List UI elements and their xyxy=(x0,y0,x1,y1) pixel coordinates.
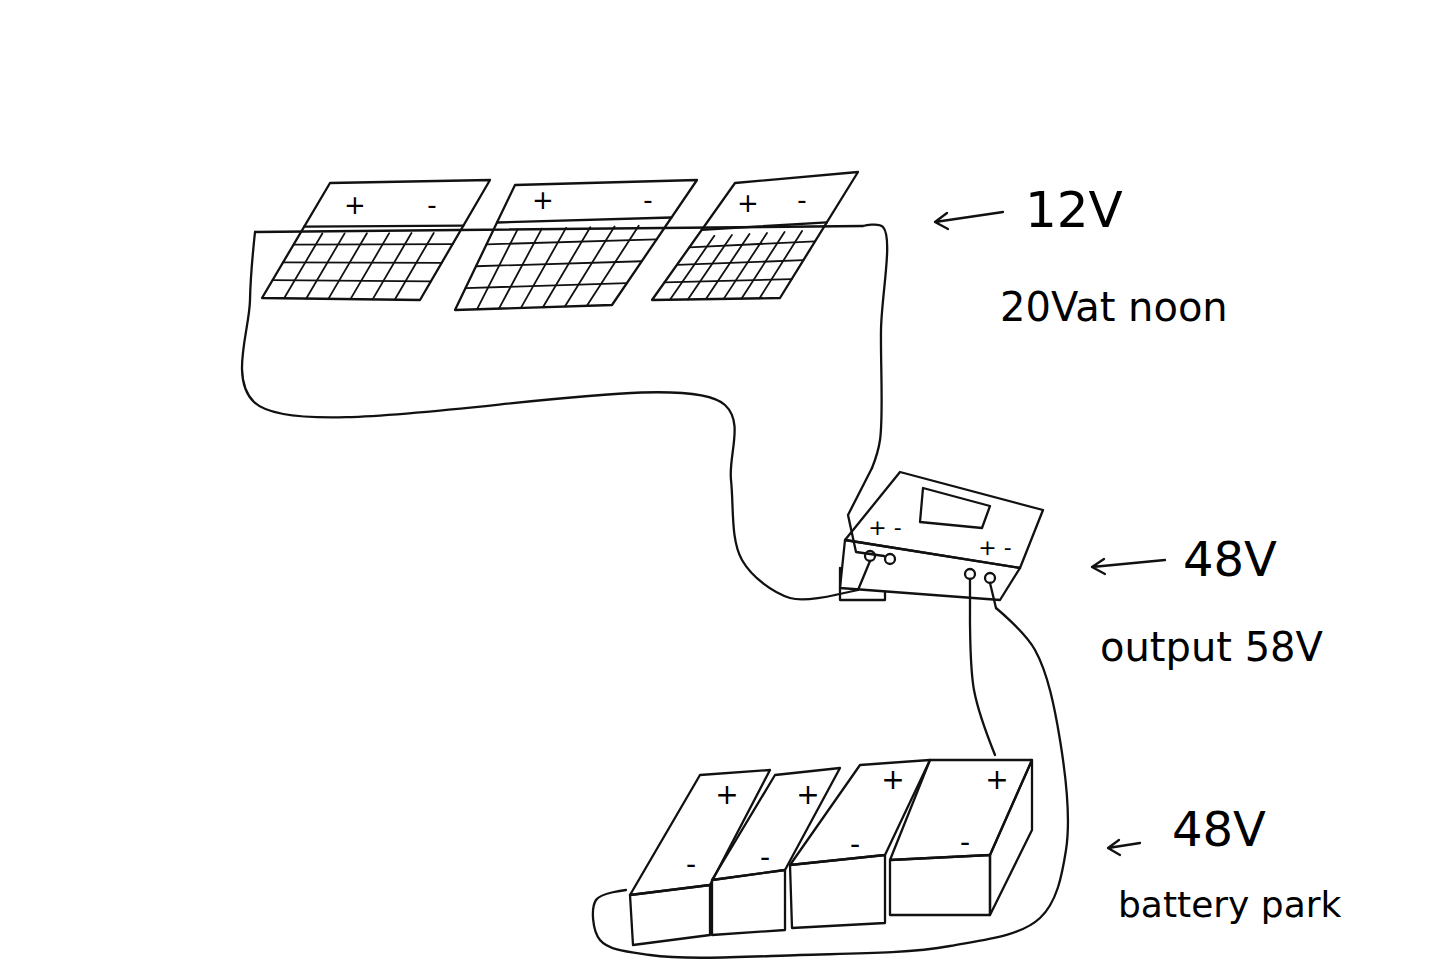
voltage-label: 48V xyxy=(1183,535,1277,583)
battery-face xyxy=(630,770,770,895)
terminal-sign: + - xyxy=(978,537,1011,559)
charge-controller: + - + - xyxy=(835,468,1050,608)
note-label: 20Vat noon xyxy=(1000,287,1228,327)
cell-grid-line xyxy=(724,233,767,299)
cell-grid-line xyxy=(565,227,615,307)
panel-header-line xyxy=(497,218,672,223)
terminal-screw xyxy=(965,569,975,579)
wire xyxy=(242,232,835,599)
outline-group xyxy=(630,770,770,945)
solar-panel: +- xyxy=(450,175,700,315)
note-label: battery park xyxy=(1118,887,1341,923)
terminal-sign: + xyxy=(344,192,366,218)
battery-face xyxy=(890,855,990,915)
voltage-label: 12V xyxy=(1025,185,1123,235)
terminal-sign: - xyxy=(850,831,860,859)
cell-grid-line xyxy=(306,233,344,298)
terminal-screw xyxy=(985,573,995,583)
terminal-sign: - xyxy=(686,851,696,879)
leader-arrow xyxy=(1092,559,1165,574)
controller-tab xyxy=(840,568,885,600)
outline-group xyxy=(840,472,1043,600)
battery: +- xyxy=(706,762,846,940)
node-outline xyxy=(648,168,863,305)
leader-arrow xyxy=(1108,840,1140,855)
wire xyxy=(593,608,1068,958)
cell-grid-line xyxy=(328,233,367,299)
cell-grid-line xyxy=(688,235,732,300)
cell-grid-line xyxy=(350,233,389,299)
terminal-screw xyxy=(865,551,875,561)
battery-face xyxy=(712,870,785,935)
cell-grid-line xyxy=(521,228,566,308)
panel-header-line xyxy=(702,222,827,229)
voltage-label: 48V xyxy=(1172,805,1266,853)
solar-panel: +- xyxy=(255,175,495,305)
terminal-stub xyxy=(990,583,996,608)
cell-grid-line xyxy=(477,229,518,309)
battery-face xyxy=(630,885,710,945)
panel-series-wire xyxy=(255,226,863,232)
battery: +- xyxy=(786,758,934,933)
terminal-screw xyxy=(885,554,895,564)
terminal-sign: + xyxy=(715,781,738,809)
connector-layer xyxy=(242,225,1068,958)
cell-grid-line xyxy=(760,231,803,298)
controller-face xyxy=(845,472,1043,568)
terminal-sign: + xyxy=(881,766,904,794)
battery: +- xyxy=(626,765,774,950)
battery-face xyxy=(712,768,840,880)
node-outline xyxy=(835,468,1050,608)
controller-face xyxy=(920,488,990,528)
cell-grid-line xyxy=(395,233,434,300)
battery: +- xyxy=(886,755,1036,920)
terminal-sign: - xyxy=(643,187,652,213)
battery-face xyxy=(790,855,885,928)
cell-grid-line xyxy=(670,236,714,300)
outline-group xyxy=(455,180,697,310)
outline-group xyxy=(652,172,858,300)
terminal-sign: + xyxy=(532,187,554,213)
outline-group xyxy=(262,180,490,300)
terminal-sign: - xyxy=(797,187,806,213)
terminal-sign: - xyxy=(427,192,436,218)
cell-grid-line xyxy=(587,226,639,306)
node-outline xyxy=(706,762,846,940)
cell-grid-line xyxy=(294,243,453,245)
outline-group xyxy=(712,768,840,935)
cell-grid-line xyxy=(543,227,590,307)
wire xyxy=(863,225,887,468)
panel-frame xyxy=(652,172,858,300)
panel-frame xyxy=(455,180,697,310)
wire xyxy=(970,608,995,755)
panel-header-line xyxy=(304,226,463,227)
solar-panel: +- xyxy=(648,168,863,305)
panel-frame xyxy=(262,180,490,300)
leader-arrow xyxy=(935,212,1003,229)
cell-grid-line xyxy=(706,234,750,299)
outline-group xyxy=(790,760,930,928)
cell-grid-line xyxy=(742,232,785,299)
terminal-sign: + xyxy=(985,766,1008,794)
node-outline xyxy=(450,175,700,315)
terminal-sign: - xyxy=(960,829,970,857)
node-outline xyxy=(255,175,495,305)
terminal-sign: + xyxy=(737,190,759,216)
outline-group xyxy=(890,760,1032,915)
cell-grid-line xyxy=(273,280,431,281)
cell-grid-line xyxy=(284,233,322,298)
cell-grid-line xyxy=(499,229,542,309)
terminal-sign: + xyxy=(796,781,819,809)
terminal-sign: - xyxy=(760,844,770,872)
terminal-sign: + - xyxy=(868,517,901,539)
terminal-stub xyxy=(969,579,971,608)
cell-grid-line xyxy=(373,233,412,299)
note-label: output 58V xyxy=(1100,627,1323,667)
node-outline xyxy=(626,765,774,950)
